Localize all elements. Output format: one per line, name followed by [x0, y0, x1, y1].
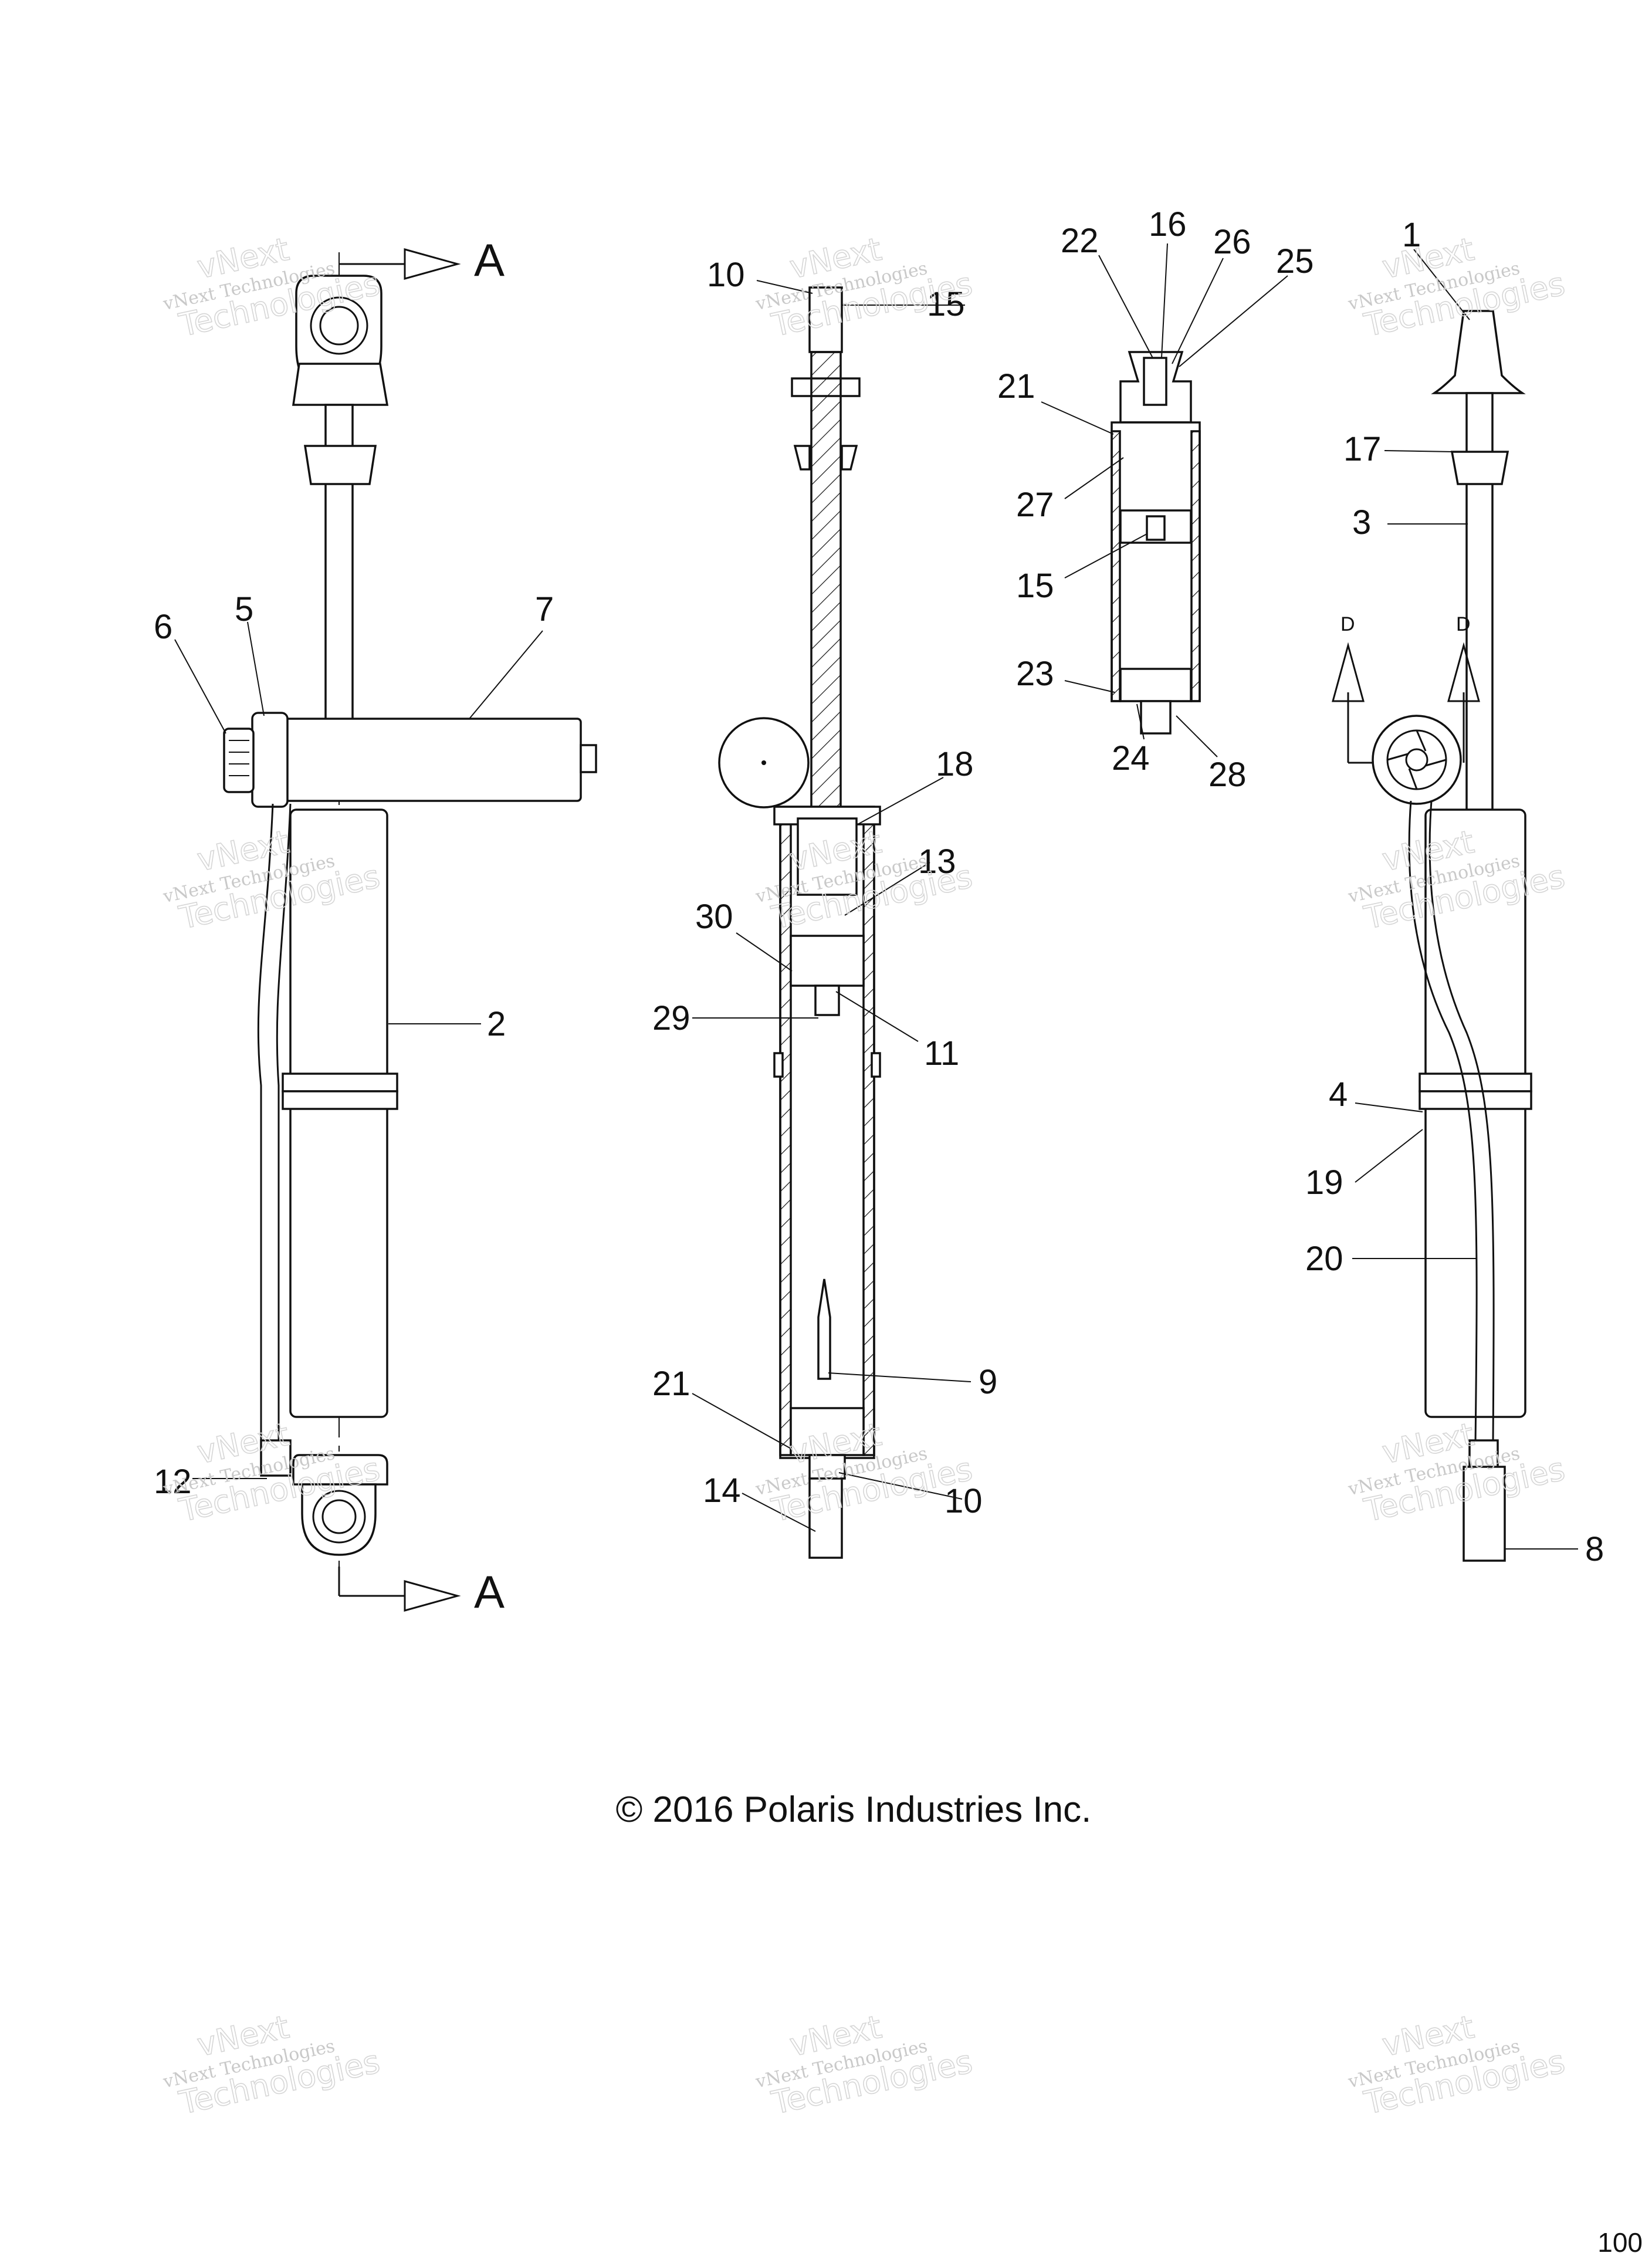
callout-16: 19 [1305, 1163, 1343, 1202]
callout-2: 2 [487, 1005, 506, 1043]
callout-25: 25 [1276, 242, 1314, 280]
watermark: vNext vNext Technologies Technologies [1346, 2008, 1568, 2122]
watermark: vNext vNext Technologies Technologies [1346, 230, 1568, 344]
adjuster-knob-front [1372, 715, 1462, 805]
callout-3: 3 [1352, 503, 1371, 542]
callout-19: 20 [1305, 1240, 1343, 1278]
adjuster-knob [223, 728, 255, 793]
section-mark-d-right: D [1456, 613, 1471, 635]
top-eye-section [808, 286, 843, 353]
copyright-notice: © 2016 Polaris Industries Inc. [616, 1789, 1092, 1830]
bottom-eye-section [808, 1477, 843, 1559]
section-mark-a-bottom: A [474, 1566, 505, 1618]
callout-5: 5 [235, 590, 253, 628]
needle [817, 1278, 831, 1380]
watermark: vNext vNext Technologies Technologies [161, 2008, 383, 2122]
reservoir-section-view [1111, 351, 1201, 735]
leader-lines [174, 243, 1578, 1550]
piston-section [790, 935, 865, 987]
callout-24: 24 [1112, 739, 1150, 777]
callout-9: 9 [979, 1363, 997, 1401]
callout-11: 11 [924, 1034, 959, 1073]
section-a-view [718, 286, 881, 1559]
callout-29: 29 [652, 999, 690, 1037]
reservoir [275, 718, 582, 802]
callout-8: 8 [1585, 1530, 1604, 1568]
callout-30: 30 [695, 898, 733, 936]
callout-20: 18 [936, 745, 974, 783]
watermark: vNext vNext Technologies Technologies [753, 2008, 976, 2122]
right-shock-view: D D [1332, 310, 1532, 1562]
callout-22: 22 [1061, 222, 1099, 260]
callout-23: 23 [1016, 655, 1054, 693]
left-shock-view: A A [223, 234, 597, 1618]
bump-stop [303, 445, 377, 485]
callout-18: 16 [1149, 205, 1187, 243]
callout-labels: 6 5 7 2 12 10 15 18 13 30 29 11 9 21 14 … [154, 205, 1604, 1568]
callout-10-top: 10 [707, 256, 745, 294]
adjuster-body [251, 712, 289, 808]
callout-28: 28 [1208, 756, 1247, 794]
callout-14: 13 [918, 843, 956, 881]
section-mark-a-top: A [474, 234, 505, 286]
callout-4: 4 [1329, 1075, 1348, 1114]
callout-21-top: 21 [997, 367, 1035, 405]
callout-26: 26 [1213, 223, 1251, 261]
callout-21-bottom: 21 [652, 1365, 690, 1403]
callout-27: 27 [1016, 486, 1054, 524]
bottom-mount-side [1463, 1466, 1506, 1562]
callout-13: 12 [154, 1463, 192, 1501]
reservoir-tube [1111, 421, 1201, 702]
callout-15-top: 15 [927, 285, 965, 323]
callout-6: 6 [154, 608, 172, 646]
callout-1: 1 [1402, 216, 1421, 254]
callout-15-bottom: 14 [703, 1471, 741, 1510]
bottom-mount-eye [301, 1483, 377, 1556]
callout-17: 15 [1016, 567, 1054, 605]
callout-12: 17 [1343, 430, 1382, 468]
callout-7: 7 [535, 590, 554, 628]
watermark: vNext vNext Technologies Technologies [753, 230, 976, 344]
watermark: vNext vNext Technologies Technologies [1346, 1415, 1568, 1530]
page-number: 100 [1597, 2227, 1643, 2253]
section-mark-d-left: D [1340, 613, 1355, 635]
top-mount-side [1431, 310, 1526, 394]
shock-body [289, 808, 388, 1418]
callout-10-bottom: 10 [945, 1482, 983, 1520]
reservoir-fitting [1140, 700, 1172, 735]
